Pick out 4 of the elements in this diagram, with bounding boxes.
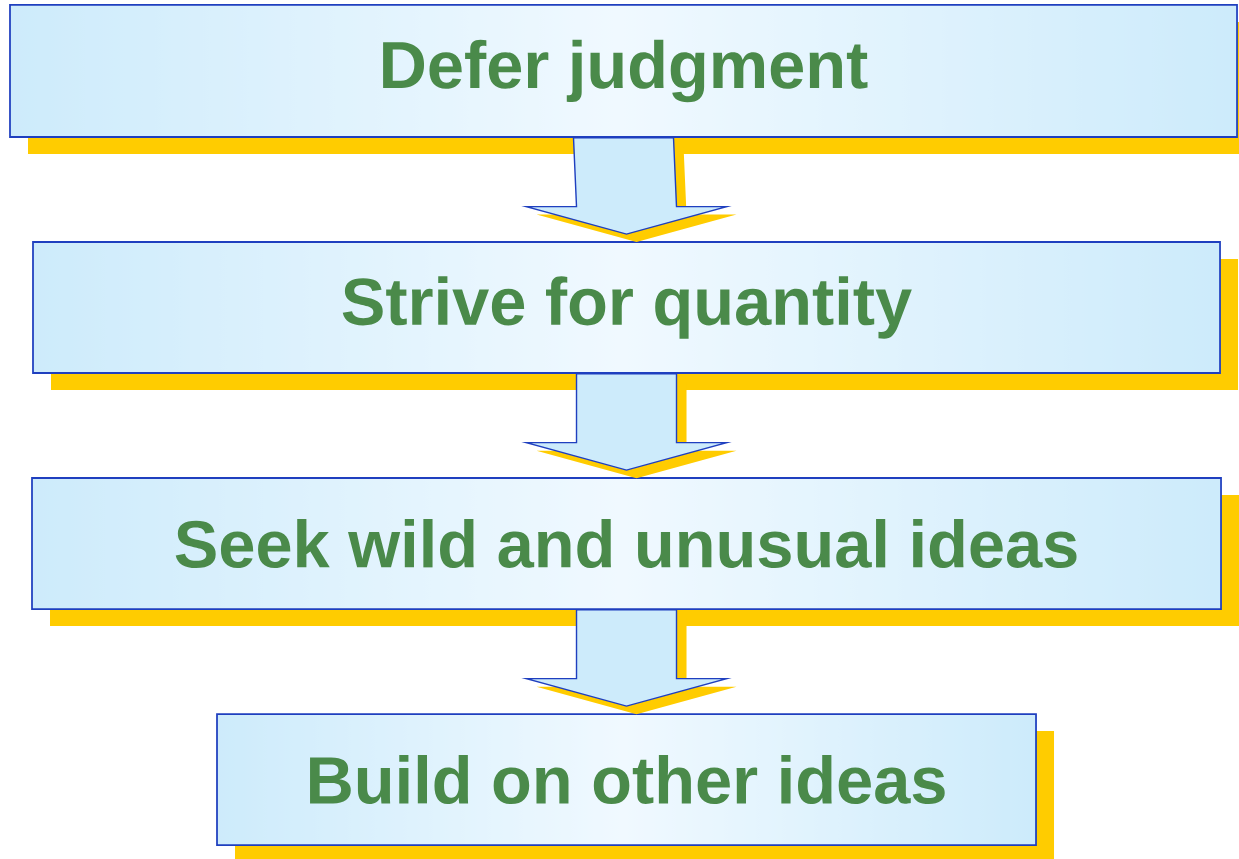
process-box: Build on other ideas <box>216 713 1054 859</box>
process-box: Strive for quantity <box>32 241 1238 390</box>
process-box: Seek wild and unusual ideas <box>31 477 1239 626</box>
process-box: Defer judgment <box>9 4 1239 154</box>
